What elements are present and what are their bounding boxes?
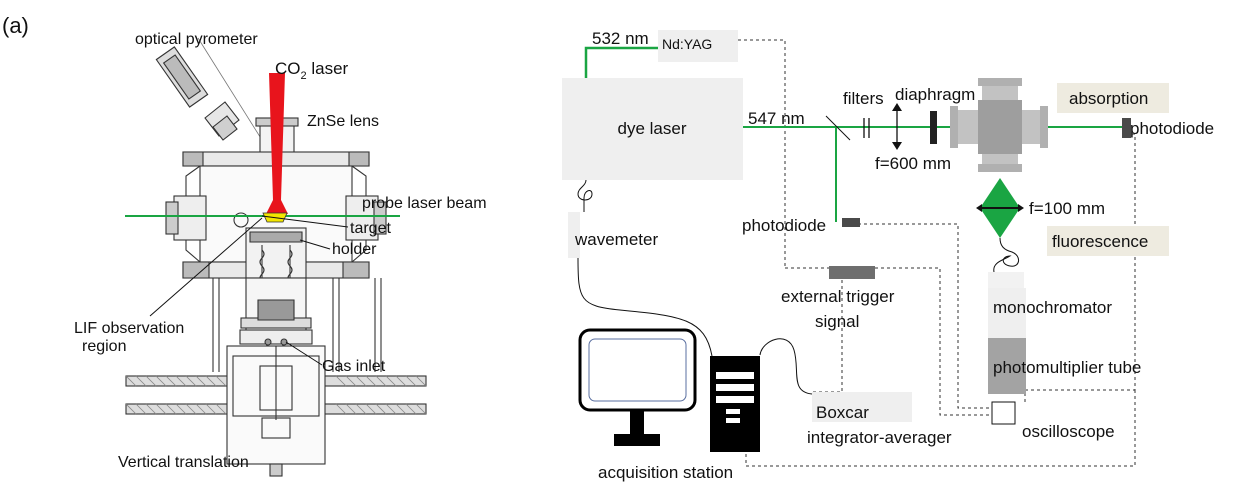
- computer-monitor: [578, 328, 697, 446]
- optical-fiber-wavemeter: [577, 179, 593, 212]
- label-absorption: absorption: [1069, 89, 1148, 108]
- ndyag-box: [658, 30, 738, 62]
- label-photodiode-mid: photodiode: [742, 216, 826, 235]
- beam-532nm: [584, 46, 658, 78]
- photodiode-reference: [842, 218, 860, 227]
- label-532nm: 532 nm: [592, 29, 649, 48]
- co2-laser-focus: [266, 200, 288, 214]
- label-optical-pyrometer: optical pyrometer: [135, 31, 258, 48]
- label-f600: f=600 mm: [875, 154, 951, 173]
- vacuum-chamber-drawing: [125, 37, 427, 477]
- diaphragm-aperture: [930, 111, 937, 144]
- oscilloscope-box: [991, 401, 1016, 425]
- label-external-trigger-2: signal: [815, 312, 859, 331]
- wavemeter-box: [568, 212, 580, 258]
- beam-splitter: [825, 115, 851, 141]
- monochromator-box: [988, 288, 1026, 338]
- dye-laser-label: dye laser: [618, 119, 687, 138]
- label-boxcar-2: integrator-averager: [807, 428, 952, 447]
- label-external-trigger-1: external trigger: [781, 287, 895, 306]
- photomultiplier-box: [988, 338, 1026, 394]
- label-vertical-translation: Vertical translation: [118, 454, 249, 471]
- label-filters: filters: [843, 89, 884, 108]
- absorption-tag: [1057, 83, 1169, 113]
- mono-entrance: [988, 272, 1024, 288]
- label-co2-laser: CO2 laser: [275, 59, 349, 82]
- label-photomultiplier: photomultiplier tube: [993, 358, 1141, 377]
- label-holder: holder: [332, 241, 377, 258]
- label-boxcar-1: Boxcar: [816, 403, 869, 422]
- boxcar-box: [812, 392, 912, 422]
- label-target: target: [350, 220, 391, 237]
- lens-arrow-down: [892, 142, 902, 150]
- fluorescence-tag: [1047, 226, 1169, 256]
- label-wavemeter: wavemeter: [574, 230, 658, 249]
- label-monochromator: monochromator: [993, 298, 1112, 317]
- label-probe-laser-beam: probe laser beam: [362, 195, 487, 212]
- label-acquisition-station: acquisition station: [598, 463, 733, 482]
- external-trigger-block: [829, 266, 875, 279]
- label-znse-lens: ZnSe lens: [307, 113, 379, 130]
- co2-laser-beam: [269, 73, 285, 200]
- label-f100: f=100 mm: [1029, 199, 1105, 218]
- label-photodiode-right: photodiode: [1130, 119, 1214, 138]
- label-gas-inlet: Gas inlet: [322, 358, 386, 375]
- lens-f100-arrow-left: [976, 204, 982, 212]
- lens-arrow-up: [892, 103, 902, 111]
- sample-cell-cross: [950, 78, 1048, 172]
- label-lif-observation-line1: LIF observation: [74, 320, 184, 337]
- optical-fiber-fluorescence: [993, 237, 1019, 273]
- lens-f100-arrow-right: [1018, 204, 1024, 212]
- dye-laser-box: [562, 78, 743, 180]
- cable-pc-to-boxcar: [759, 338, 813, 395]
- computer-tower: [710, 356, 760, 452]
- ndyag-label: Nd:YAG: [662, 36, 712, 52]
- label-lif-observation-line2: region: [82, 338, 126, 355]
- label-diaphragm: diaphragm: [895, 85, 975, 104]
- photodiode-absorption: [1122, 118, 1131, 138]
- label-oscilloscope: oscilloscope: [1022, 422, 1115, 441]
- label-fluorescence: fluorescence: [1052, 232, 1148, 251]
- cable-wavemeter-to-pc: [577, 257, 713, 357]
- label-547nm: 547 nm: [748, 109, 805, 128]
- left-leader-lines: [149, 215, 349, 366]
- panel-label: (a): [2, 13, 29, 38]
